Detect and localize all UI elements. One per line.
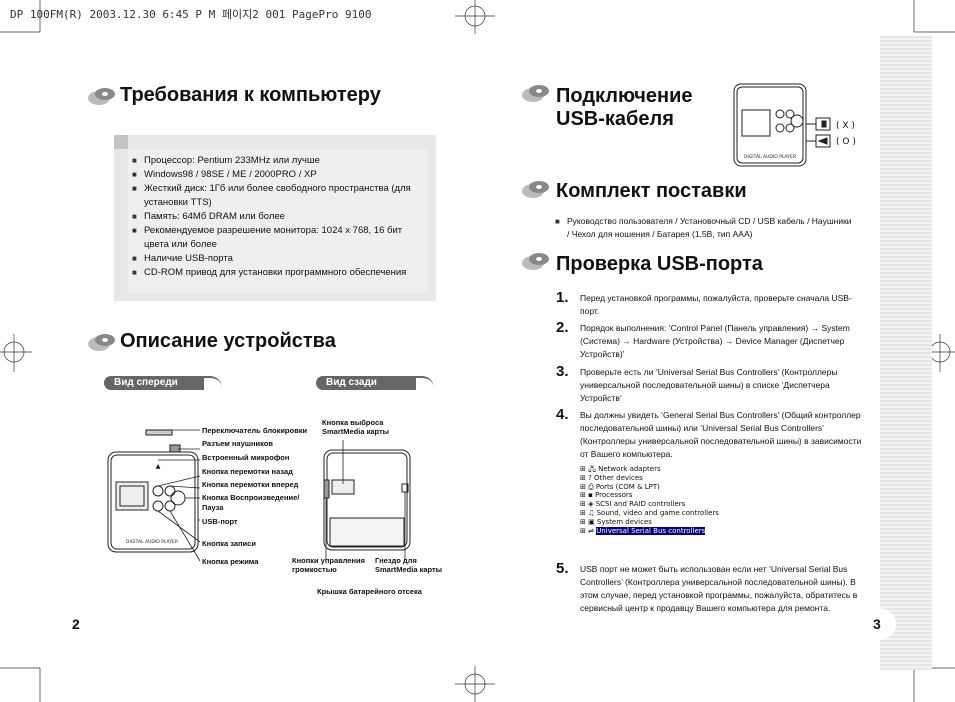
kit-item: Руководство пользователя / Установочный … (555, 215, 855, 241)
tree-item[interactable]: ⊞ ◈ SCSI and RAID controllers (580, 500, 686, 509)
page-number-badge (862, 608, 896, 640)
print-header: DP 100FM(R) 2003.12.30 6:45 P M 페이지2 001… (10, 8, 372, 21)
tree-item[interactable]: ⊞ ♫ Sound, video and game controllers (580, 508, 719, 517)
front-device-illustration: ▲ DIGITAL AUDIO PLAYER (107, 429, 201, 562)
device-brand: DIGITAL AUDIO PLAYER (126, 539, 178, 545)
page-number-left: 2 (72, 616, 80, 632)
disc-icon (522, 253, 549, 270)
step-text: Порядок выполнения: ‘Control Panel (Пане… (580, 323, 850, 359)
tree-item-selected[interactable]: ⊞ ⇌ Universal Serial Bus controllers (580, 526, 706, 535)
label-eject-line: SmartMedia карты (322, 427, 390, 436)
requirements-title: Требования к компьютеру (120, 84, 381, 106)
kit-list: Руководство пользователя / Установочный … (555, 215, 855, 241)
req-item: Процессор: Pentium 233MHz или лучше (132, 154, 422, 168)
label-eject-line: Кнопка выброса (322, 418, 384, 427)
label-volume: Кнопки управления громкостью (292, 556, 365, 574)
usb-cable-heading: Подключение USB-кабеля (556, 85, 693, 131)
usb-connection-illustration: DIGITAL AUDIO PLAYER (733, 83, 831, 167)
label-play-pause-2: Пауза (202, 503, 224, 512)
label-microphone: Встроенный микрофон (202, 453, 290, 462)
step-text: USB порт не может быть использован если … (580, 564, 858, 613)
label-mode: Кнопка режима (202, 557, 259, 566)
device-heading: Описание устройства (86, 330, 336, 353)
kit-title: Комплект поставки (556, 180, 747, 202)
label-usb-port: USB-порт (202, 517, 238, 526)
back-view-tab: Вид сзади (316, 376, 434, 390)
label-record: Кнопка записи (202, 539, 256, 548)
disc-icon (522, 85, 549, 102)
plug-label-o: ( O ) (836, 137, 856, 147)
tree-item[interactable]: ⊞ ▣ System devices (580, 517, 652, 526)
label-slot-line: Гнездо для (375, 556, 417, 565)
label-rewind: Кнопка перемотки назад (202, 467, 293, 476)
device-brand: DIGITAL AUDIO PLAYER (744, 154, 796, 160)
req-item: CD-ROM привод для установки программного… (132, 266, 422, 280)
front-view-tab: Вид спереди (104, 376, 222, 390)
req-item: Рекомендуемое разрешение монитора: 1024 … (132, 224, 422, 252)
req-item: Windows98 / 98SE / ME / 2000PRO / XP (132, 168, 422, 182)
label-play-pause: Кнопка Воспроизведение/ (202, 493, 300, 502)
req-item: Память: 64Мб DRAM или более (132, 210, 422, 224)
side-strip (880, 36, 932, 670)
plug-label-x: ( X ) (836, 121, 855, 131)
step-text: Вы должны увидеть ‘General Serial Bus Co… (580, 410, 862, 459)
step-number: 3. (556, 363, 569, 380)
step-number: 4. (556, 406, 569, 423)
label-slot-line: SmartMedia карты (375, 565, 443, 574)
req-item: Наличие USB-порта (132, 252, 422, 266)
step-text: Проверьте есть ли ‘Universal Serial Bus … (580, 367, 838, 403)
tree-item[interactable]: ⊞ ⎙ Ports (COM & LPT) (580, 482, 660, 491)
step-number: 1. (556, 289, 569, 306)
requirements-box: Процессор: Pentium 233MHz или лучше Wind… (114, 135, 436, 301)
device-title: Описание устройства (120, 330, 336, 352)
disc-icon (88, 87, 115, 105)
usb-title-line1: Подключение (556, 85, 693, 107)
requirements-heading: Требования к компьютеру (86, 84, 381, 107)
disc-icon (88, 333, 115, 351)
label-volume-line: Кнопки управления (292, 556, 365, 565)
usb-check-title: Проверка USB-порта (556, 253, 763, 275)
back-device-illustration (323, 440, 411, 560)
usb-title-line2: USB-кабеля (556, 108, 674, 130)
plug-labels: ( X ) ( O ) (836, 118, 856, 150)
disc-icon (522, 181, 549, 198)
tree-item[interactable]: ⊞ 🖧 Network adapters (580, 465, 661, 473)
label-headphone-jack: Разъем наушников (202, 439, 273, 448)
label-battery: Крышка батарейного отсека (317, 587, 422, 596)
step-number: 5. (556, 560, 569, 577)
step-number: 2. (556, 319, 569, 336)
tree-item[interactable]: ⊞ ▪ Processors (580, 491, 633, 500)
req-item: Жесткий диск: 1Гб или более свободного п… (132, 182, 422, 210)
tree-item[interactable]: ⊞ ? Other devices (580, 473, 643, 482)
label-volume-line: громкостью (292, 565, 337, 574)
label-lock-switch: Переключатель блокировки (202, 426, 308, 435)
label-forward: Кнопка перемотки вперед (202, 480, 299, 489)
page-number-right: 3 (873, 616, 881, 632)
svg-text:▲: ▲ (156, 463, 161, 470)
label-slot: Гнездо для SmartMedia карты (375, 556, 442, 574)
step-text: Перед установкой программы, пожалуйста, … (580, 293, 852, 316)
device-manager-tree: ⊞ 🖧 Network adapters ⊞ ? Other devices ⊞… (580, 465, 719, 535)
label-eject: Кнопка выброса SmartMedia карты (322, 418, 389, 436)
